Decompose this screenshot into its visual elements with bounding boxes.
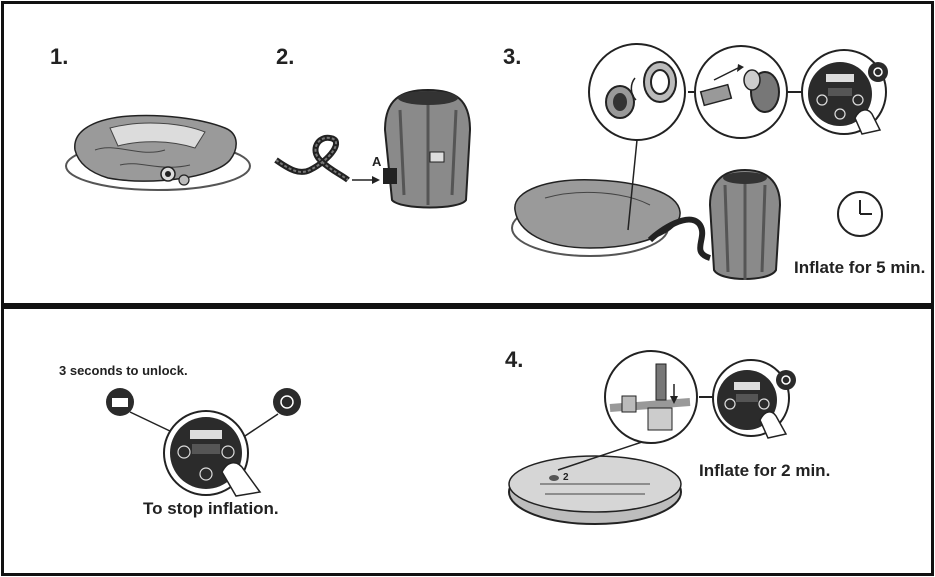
clock-icon bbox=[837, 191, 883, 237]
bottom-instruction-panel bbox=[1, 306, 934, 576]
floor-inflation-illustration bbox=[508, 350, 796, 525]
step-3-number: 3. bbox=[503, 44, 522, 69]
step-2-number: 2. bbox=[276, 44, 295, 69]
stop-inflation-caption: To stop inflation. bbox=[143, 499, 279, 518]
valve-detail-circle bbox=[588, 43, 686, 141]
control-panel-illustration bbox=[106, 388, 301, 497]
hose-and-pump-illustration bbox=[274, 88, 472, 209]
valve-number-label: 2 bbox=[563, 472, 569, 483]
deflated-spa-illustration bbox=[65, 114, 251, 191]
step-4-number: 4. bbox=[505, 347, 524, 372]
unlock-caption: 3 seconds to unlock. bbox=[59, 363, 188, 378]
inflate-2-min-caption: Inflate for 2 min. bbox=[699, 461, 831, 480]
hose-connect-detail-circle bbox=[694, 45, 788, 139]
inflation-setup-illustration bbox=[511, 91, 802, 280]
inflate-5-min-caption: Inflate for 5 min. bbox=[794, 258, 926, 277]
connector-a-label: A bbox=[372, 154, 382, 169]
control-panel-detail-circle-top bbox=[801, 49, 888, 135]
step-1-number: 1. bbox=[50, 44, 69, 69]
